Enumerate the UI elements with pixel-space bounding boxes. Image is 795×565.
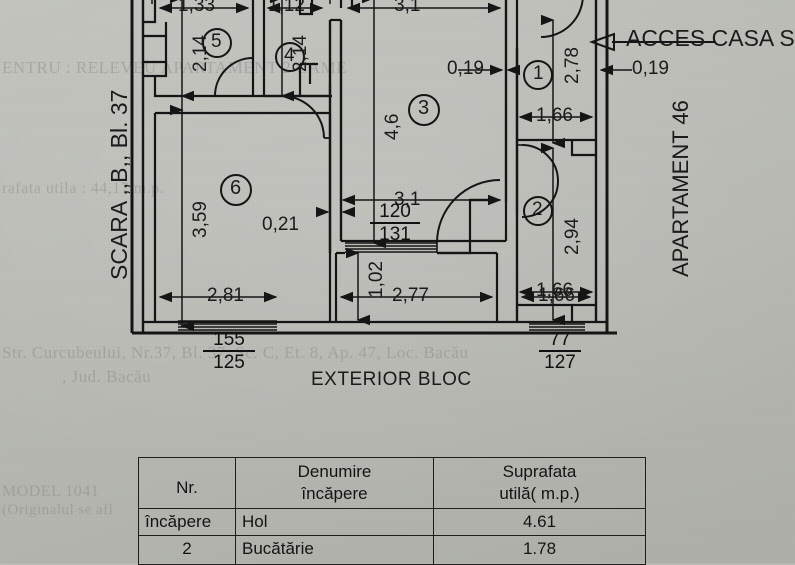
dim-right-294: 2,94 [562, 218, 583, 255]
apartament-label: APARTAMENT 46 [668, 100, 693, 277]
fraction-door-center-numerator: 120 [379, 201, 411, 222]
dim-wall-019-right: 0,19 [632, 58, 669, 79]
dim-bottom-166: 1,66 [538, 285, 575, 306]
dim-left-359: 3,59 [190, 201, 211, 238]
dim-wall-019-left: 0,19 [447, 58, 484, 79]
dim-interior-166-room1: 1,66 [536, 105, 573, 126]
header-nr-line1: Nr. [176, 478, 198, 498]
header-denumire-line1: Denumire [297, 462, 372, 481]
header-denumire-line2: încăpere [301, 483, 368, 503]
dim-right-278: 2,78 [562, 47, 583, 84]
row-1-area: 4.61 [522, 511, 557, 531]
room-schedule-table: Nr. Denumire încăpere Suprafata utilă( m… [138, 457, 646, 565]
row-1-nr: încăpere [145, 511, 212, 531]
fraction-window-right: 77 127 [539, 330, 581, 372]
dim-top-2: 1,12 [268, 0, 305, 16]
row-2-cell-nr: 2 [138, 534, 236, 565]
room-number-5: 5 [211, 31, 222, 52]
room-number-3: 3 [418, 97, 430, 119]
header-suprafata-line2: utilă( m.p.) [499, 483, 580, 503]
scara-label: SCARA ,,B,, Bl. 37 [106, 89, 132, 280]
table-row: 2 Bucătărie 1.78 [138, 534, 646, 565]
header-cell-nr: Nr. [138, 457, 236, 509]
row-1-cell-nr: încăpere [138, 507, 236, 536]
fraction-door-center-bar [370, 222, 420, 224]
row-1-cell-area: 4.61 [433, 507, 646, 536]
row-2-nr: 2 [182, 538, 192, 558]
dim-left-214: 2,14 [190, 35, 211, 72]
acces-casa-scarii-label: ACCES CASA S [626, 25, 795, 51]
dim-top-3: 3,1 [394, 0, 421, 16]
dim-interior-31: 3,1 [394, 189, 421, 210]
dim-interior-021: 0,21 [262, 214, 299, 235]
dim-mid-46: 4,6 [382, 113, 403, 140]
room-number-6: 6 [230, 177, 242, 199]
row-1-cell-name: Hol [235, 507, 434, 536]
dim-bottom-277: 2,77 [392, 285, 429, 306]
fraction-window-left-denominator: 125 [213, 352, 245, 373]
dim-interior-166-room2: 1,66 [536, 280, 573, 301]
exterior-bloc-label: EXTERIOR BLOC [311, 369, 472, 390]
table-row: încăpere Hol 4.61 [138, 507, 646, 536]
fraction-window-left-numerator: 155 [213, 329, 245, 350]
fraction-window-right-denominator: 127 [544, 352, 576, 373]
fraction-door-center: 120 131 [370, 202, 420, 244]
fraction-window-right-bar [539, 350, 581, 352]
header-suprafata-line1: Suprafata [502, 462, 577, 481]
fraction-door-center-denominator: 131 [379, 224, 411, 245]
fraction-window-right-numerator: 77 [549, 329, 571, 350]
row-1-name: Hol [242, 511, 268, 531]
header-cell-suprafata: Suprafata utilă( m.p.) [433, 457, 646, 509]
row-2-area: 1.78 [522, 538, 557, 558]
fraction-window-left-bar [203, 350, 255, 352]
row-2-name: Bucătărie [242, 538, 314, 558]
fraction-window-left: 155 125 [203, 330, 255, 372]
dim-top-1: 1,33 [178, 0, 215, 16]
row-2-cell-area: 1.78 [433, 534, 646, 565]
room-number-1: 1 [533, 63, 544, 84]
dim-bottom-281: 2,81 [207, 285, 244, 306]
table-header-row: Nr. Denumire încăpere Suprafata utilă( m… [138, 457, 646, 509]
row-2-cell-name: Bucătărie [235, 534, 434, 565]
room-number-4: 4 [284, 45, 295, 66]
dim-mid-102: 1,02 [366, 261, 387, 298]
header-cell-denumire: Denumire încăpere [235, 457, 434, 509]
room-number-2: 2 [532, 199, 543, 220]
dim-mid-214: 2,14 [290, 35, 311, 72]
